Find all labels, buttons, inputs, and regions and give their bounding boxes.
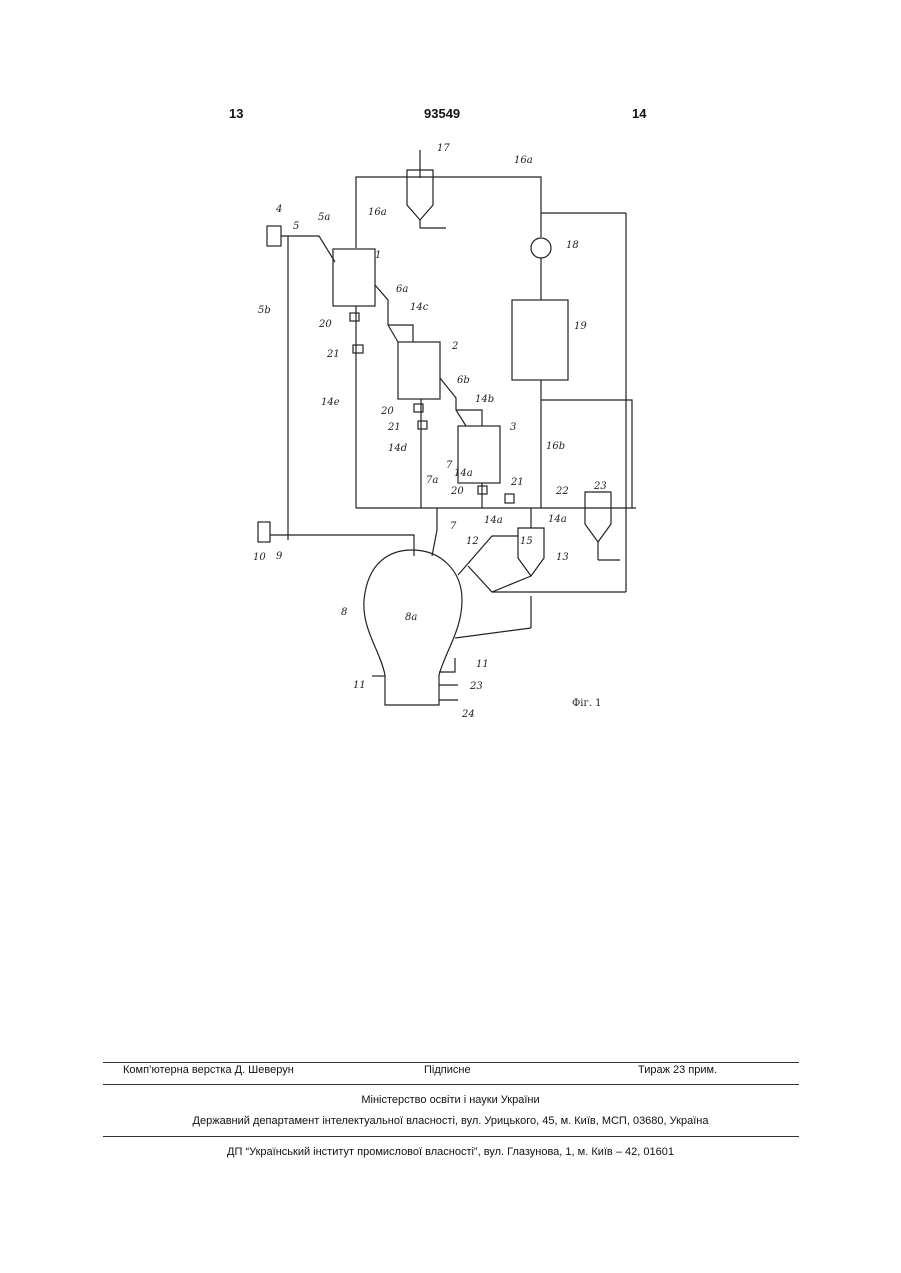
- unit-10: [258, 522, 270, 542]
- unit-19: [512, 300, 568, 380]
- reactor-2: [398, 342, 440, 399]
- footer-department: Державний департамент інтелектуальної вл…: [0, 1115, 901, 1127]
- label-5a: 5a: [318, 212, 330, 223]
- label-7a: 7a: [426, 475, 438, 486]
- label-12: 12: [466, 536, 479, 547]
- vessel-8: [364, 550, 462, 705]
- label-14a-1: 14a: [454, 468, 473, 479]
- label-4: 4: [275, 204, 282, 215]
- label-21-b: 21: [387, 422, 401, 433]
- cyclone-23: [585, 492, 611, 542]
- label-5b: 5b: [258, 305, 271, 316]
- label-8a: 8a: [405, 612, 417, 623]
- label-20-b: 20: [380, 406, 394, 417]
- pipe-7: [432, 508, 437, 556]
- label-10: 10: [253, 552, 266, 563]
- pipe-11-right: [439, 658, 455, 672]
- pipe-6a: [375, 285, 398, 342]
- pipe-cyclone13-return: [468, 566, 531, 592]
- label-14e: 14e: [321, 397, 340, 408]
- reactor-1: [333, 249, 375, 306]
- label-22: 22: [555, 486, 569, 497]
- label-20-a: 20: [318, 319, 332, 330]
- label-23-bottom: 23: [469, 681, 483, 692]
- label-2: 2: [451, 341, 458, 352]
- footer-rule-middle: [103, 1084, 799, 1085]
- footer-institute: ДП “Український інститут промислової вла…: [0, 1146, 901, 1158]
- valve-21-a: [353, 345, 363, 353]
- pipe-9: [270, 535, 414, 556]
- label-24: 24: [461, 709, 475, 720]
- label-18: 18: [566, 240, 579, 251]
- label-14a-2: 14a: [484, 515, 503, 526]
- label-5: 5: [293, 221, 299, 232]
- label-6a: 6a: [396, 284, 408, 295]
- footer-typesetting: Комп’ютерна верстка Д. Шеверун: [123, 1064, 294, 1076]
- label-15: 15: [520, 536, 533, 547]
- valve-20-b: [414, 404, 423, 412]
- footer-circulation: Тираж 23 прим.: [638, 1064, 717, 1076]
- label-9: 9: [276, 551, 283, 562]
- unit-4: [267, 226, 281, 246]
- label-8: 8: [341, 607, 347, 618]
- label-6b: 6b: [457, 375, 470, 386]
- footer-signed: Підписне: [424, 1064, 471, 1076]
- footer-ministry: Міністерство освіти і науки України: [0, 1094, 901, 1106]
- pipe-15-in: [455, 628, 531, 638]
- pipe-5a: [281, 236, 335, 262]
- label-14b: 14b: [475, 394, 494, 405]
- label-21-c: 21: [510, 477, 524, 488]
- valve-20-a: [350, 313, 359, 321]
- label-16a-left: 16a: [368, 207, 387, 218]
- label-11-right: 11: [476, 659, 489, 670]
- valve-21-c: [505, 494, 514, 503]
- valve-21-b: [418, 421, 427, 429]
- label-19: 19: [574, 321, 587, 332]
- label-3: 3: [510, 422, 516, 433]
- label-14c: 14c: [410, 302, 429, 313]
- label-23-top: 23: [593, 481, 607, 492]
- label-14d: 14d: [388, 443, 407, 454]
- label-21-a: 21: [326, 349, 340, 360]
- label-11-left: 11: [353, 680, 366, 691]
- label-14a-3: 14a: [548, 514, 567, 525]
- label-17: 17: [437, 143, 450, 154]
- footer-rule-bottom: [103, 1136, 799, 1137]
- label-13: 13: [556, 552, 569, 563]
- figure-caption: Фіг. 1: [572, 698, 601, 709]
- label-7: 7: [450, 521, 457, 532]
- label-16b: 16b: [546, 441, 565, 452]
- pipe-14b: [456, 410, 482, 426]
- footer-rule-top: [103, 1062, 799, 1063]
- fan-18: [531, 238, 551, 258]
- label-1: 1: [375, 250, 381, 261]
- pipe-14c: [388, 325, 413, 342]
- label-20-c: 20: [450, 486, 464, 497]
- label-16a-top: 16a: [514, 155, 533, 166]
- label-7b: 7: [446, 460, 453, 471]
